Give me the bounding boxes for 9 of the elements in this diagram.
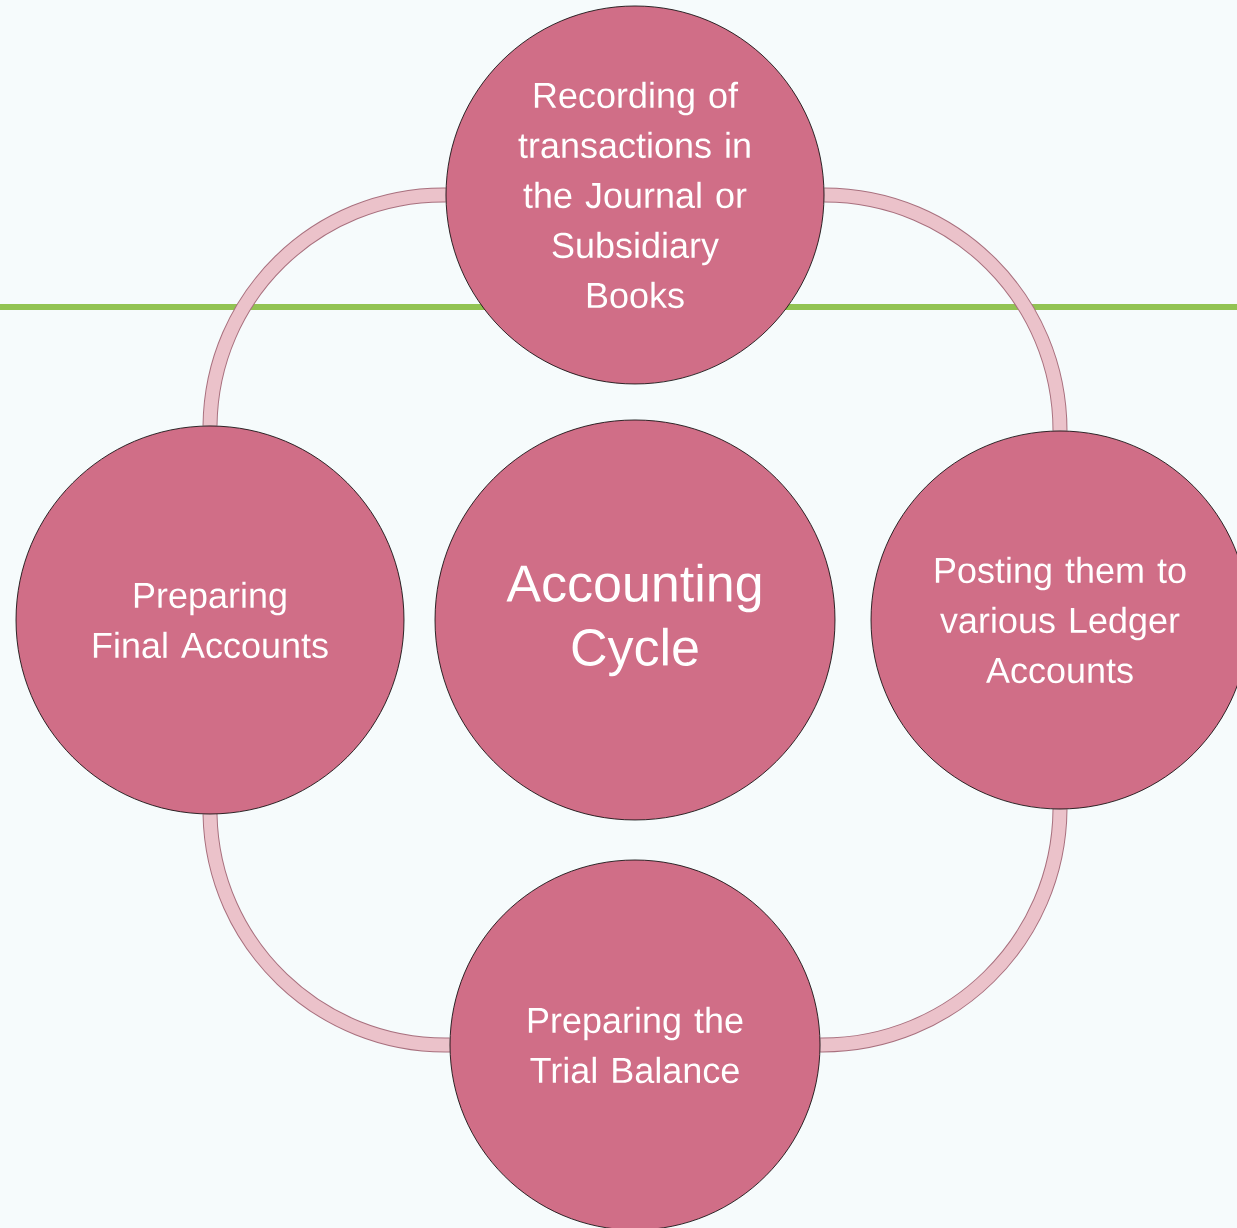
circle-node: Posting them to various Ledger Accounts [870,430,1237,810]
circle-node: Recording of transactions in the Journal or Subsidiary Books [445,5,825,385]
circle-node: Preparing the Trial Balance [449,859,821,1228]
ring-connector [202,187,447,427]
ring-connector [823,187,1068,432]
circle-node: Preparing Final Accounts [15,425,405,815]
circle-node: Accounting Cycle [434,419,836,821]
ring-connector [202,813,451,1053]
ring-connector [819,808,1068,1053]
